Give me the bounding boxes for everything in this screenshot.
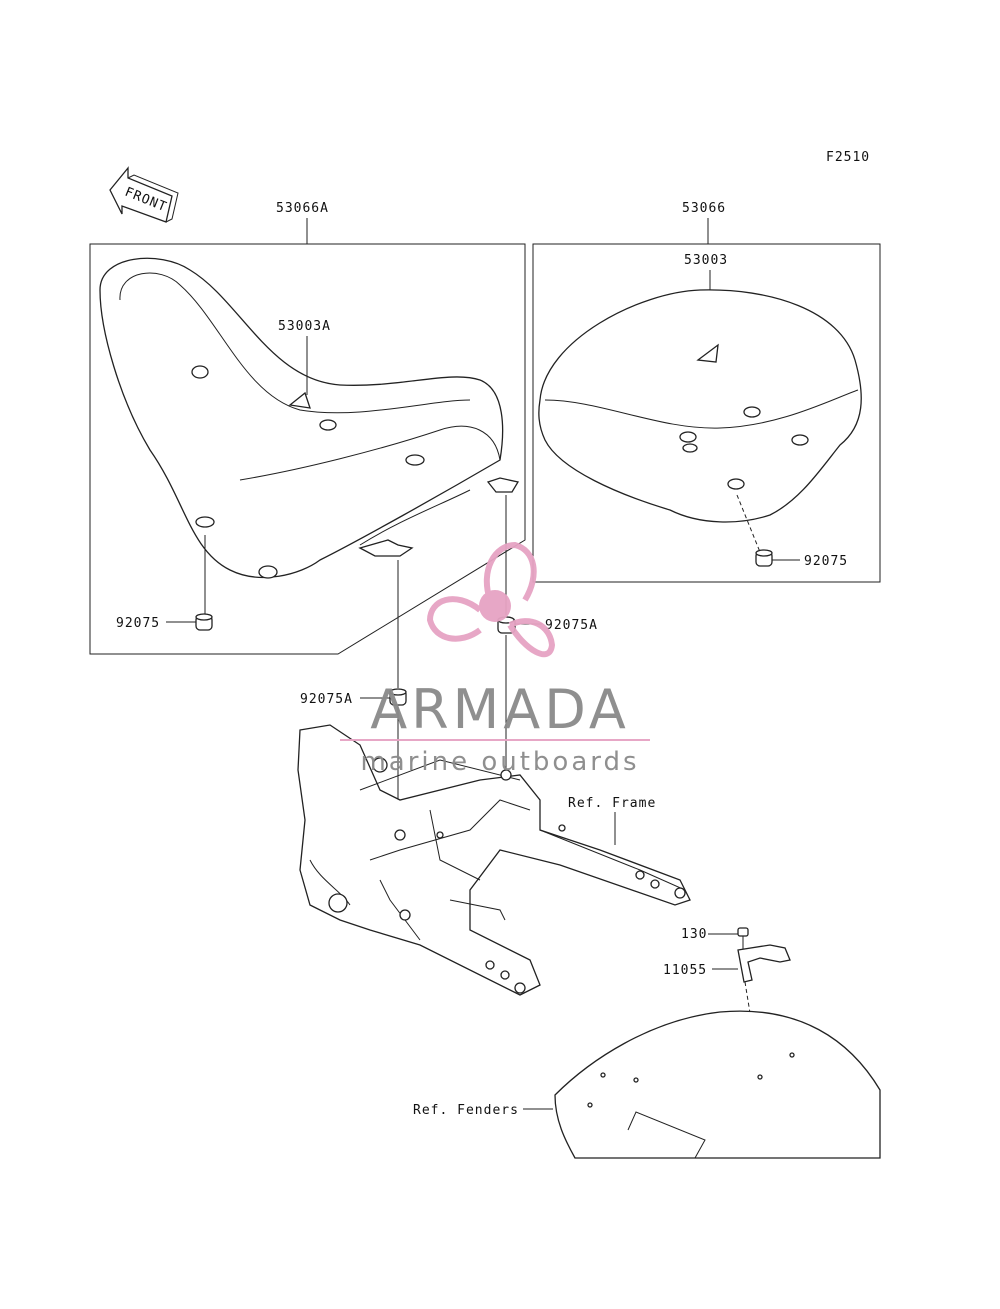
passenger-seat: [538, 289, 862, 523]
fender: [554, 1010, 881, 1159]
label-ref-frame: Ref. Frame: [568, 796, 656, 811]
label-92075a-lower: 92075A: [300, 692, 353, 707]
rider-seat: [99, 257, 520, 579]
propeller-icon: [426, 541, 556, 658]
label-53066a: 53066A: [276, 201, 329, 216]
armada-watermark-logo: ARMADA marine outboards: [340, 541, 650, 777]
passenger-damper-92075: [755, 549, 773, 567]
label-ref-fenders: Ref. Fenders: [413, 1103, 519, 1118]
rider-seat-box: [89, 243, 526, 655]
rider-damper-92075: [195, 613, 213, 631]
watermark-tagline: marine outboards: [360, 747, 639, 777]
label-53066: 53066: [682, 201, 726, 216]
label-92075-rider: 92075: [116, 616, 160, 631]
label-130: 130: [681, 927, 707, 942]
watermark-brand: ARMADA: [370, 678, 630, 741]
passenger-seat-box: [532, 243, 881, 583]
label-53003a: 53003A: [278, 319, 331, 334]
label-92075a-upper: 92075A: [545, 618, 598, 633]
label-11055: 11055: [663, 963, 707, 978]
bolt-130: [737, 927, 749, 950]
figure-code: F2510: [826, 150, 870, 165]
frame: [297, 724, 691, 996]
front-arrow-icon: FRONT: [109, 166, 179, 223]
bracket-11055: [737, 944, 791, 983]
label-92075-passenger: 92075: [804, 554, 848, 569]
label-53003: 53003: [684, 253, 728, 268]
